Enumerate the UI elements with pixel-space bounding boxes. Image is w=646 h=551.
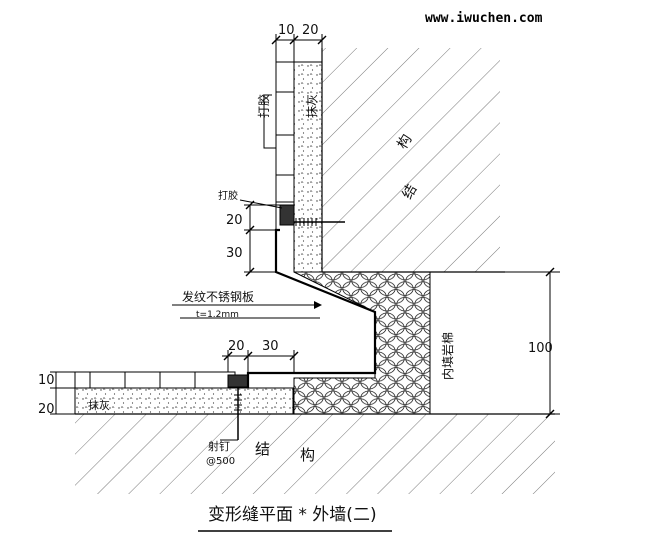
upper-structure-hatching	[321, 48, 505, 273]
rockwool-filler	[293, 271, 431, 415]
dim-bottom-left-10: 10	[38, 373, 55, 388]
floor-dimension-line	[222, 350, 299, 372]
dim-left-20: 20	[226, 213, 243, 228]
label-dajiao-mid: 打胶	[218, 189, 238, 202]
dim-right-100: 100	[528, 341, 553, 356]
label-jiegou-top-2: 结	[400, 182, 421, 202]
dim-floor-30: 30	[262, 339, 279, 354]
dim-top-10: 10	[278, 23, 295, 38]
label-jiegou-top-1: 构	[395, 132, 416, 152]
dim-left-30: 30	[226, 246, 243, 261]
left-dimension-line	[244, 200, 280, 277]
label-stainless-plate: 发纹不锈钢板	[182, 289, 254, 304]
leader-lines	[172, 94, 322, 441]
label-rockwool: 内填岩棉	[440, 332, 455, 380]
dim-bottom-left-20: 20	[38, 402, 55, 417]
dim-floor-20: 20	[228, 339, 245, 354]
label-nail-spacing: @500	[206, 456, 235, 467]
drawing-title: 变形缝平面 * 外墙(二)	[208, 505, 377, 525]
label-shot-nail: 射钉	[208, 439, 230, 453]
floor-finish-layers	[74, 371, 294, 440]
top-dimension-line	[271, 34, 327, 62]
label-dajiao-top: 打胶	[256, 94, 271, 118]
label-jiegou-bottom-2: 构	[300, 446, 315, 464]
bottom-left-dimension-line	[50, 371, 78, 415]
watermark-text: www.iwuchen.com	[425, 11, 543, 26]
wall-finish-layers	[275, 61, 345, 273]
label-mohui-bottom: 抹灰	[88, 398, 110, 412]
label-mohui-top: 抹灰	[305, 94, 319, 118]
label-jiegou-bottom-1: 结	[255, 440, 270, 458]
right-dimension-line	[505, 267, 560, 419]
label-thickness: t=1.2mm	[196, 310, 239, 320]
dim-top-20: 20	[302, 23, 319, 38]
